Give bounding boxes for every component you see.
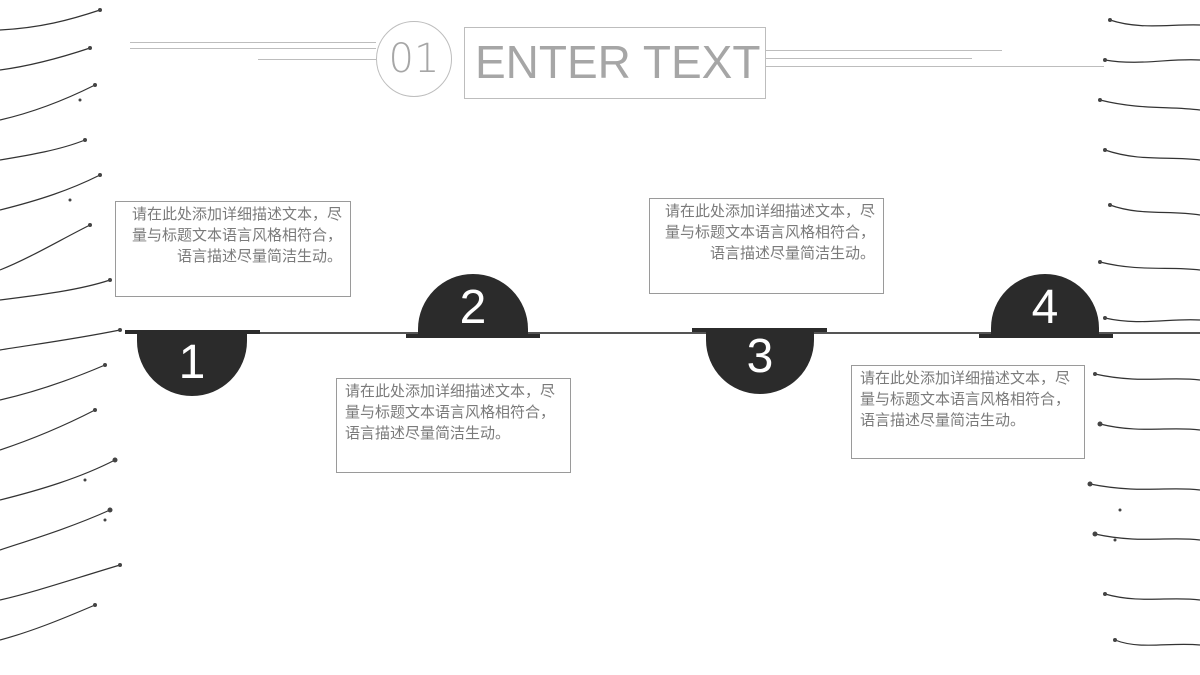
step-3-description: 请在此处添加详细描述文本，尽量与标题文本语言风格相符合，语言描述尽量简洁生动。 <box>649 198 884 294</box>
right-branch-decoration <box>1087 18 1200 646</box>
section-number: 01 <box>388 36 440 82</box>
section-number-circle: 01 <box>376 21 452 97</box>
step-3-number: 3 <box>746 330 774 383</box>
step-1-bar <box>125 330 260 334</box>
step-2-bar <box>406 334 540 338</box>
section-title: ENTER TEXT <box>464 27 766 99</box>
step-4-bar <box>979 334 1113 338</box>
header-line-left-1 <box>130 42 376 43</box>
step-2-marker: 2 <box>418 274 528 334</box>
step-1-marker: 1 <box>137 334 247 396</box>
step-4-number: 4 <box>1031 281 1059 334</box>
header-line-right-1 <box>766 50 1002 51</box>
step-3-bar <box>692 328 827 332</box>
step-1-description: 请在此处添加详细描述文本，尽量与标题文本语言风格相符合，语言描述尽量简洁生动。 <box>115 201 351 297</box>
step-3-marker: 3 <box>706 330 814 394</box>
timeline-line <box>125 332 1200 334</box>
step-2-description: 请在此处添加详细描述文本，尽量与标题文本语言风格相符合，语言描述尽量简洁生动。 <box>336 378 571 473</box>
header-line-right-3 <box>766 66 1104 67</box>
header-line-left-3 <box>258 59 376 60</box>
step-2-number: 2 <box>459 281 487 334</box>
step-1-number: 1 <box>178 336 206 389</box>
step-4-description: 请在此处添加详细描述文本，尽量与标题文本语言风格相符合，语言描述尽量简洁生动。 <box>851 365 1085 459</box>
header-line-right-2 <box>766 58 972 59</box>
header-line-left-2 <box>130 48 376 49</box>
left-branch-decoration <box>0 8 122 641</box>
